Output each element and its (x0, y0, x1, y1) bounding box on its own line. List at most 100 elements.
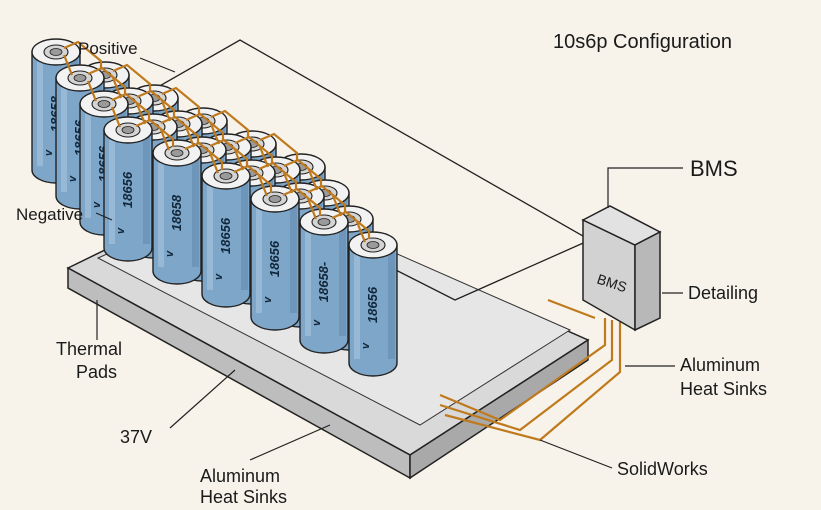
strap (233, 149, 245, 171)
strap (307, 169, 319, 191)
cell-body (299, 221, 349, 354)
battery-cell: 18656 v (348, 231, 398, 377)
label-positive: Positive (78, 39, 138, 58)
strap (62, 54, 74, 76)
bms-wires (439, 298, 622, 442)
strap (259, 132, 299, 161)
cell-label: 18656 (365, 286, 380, 323)
wire-2 (439, 320, 614, 432)
cell-terminal (97, 100, 111, 108)
cell-label: 18656 (218, 217, 233, 254)
cell-shadow (241, 182, 248, 290)
cell-highlight (61, 84, 67, 192)
bms-box: BMS (581, 205, 662, 332)
strap (282, 187, 322, 216)
cell-shadow (143, 136, 150, 244)
label-detailing: Detailing (688, 283, 758, 303)
cell-highlight (158, 159, 164, 267)
strap (210, 109, 250, 138)
cell-highlight (305, 228, 311, 336)
strap (111, 77, 123, 99)
cell-shadow (388, 251, 395, 359)
leader-positive (139, 57, 176, 73)
leader-alu-bottom (249, 424, 331, 461)
battery-cell: 18656 v (250, 185, 300, 331)
strap (159, 129, 171, 151)
label-bms: BMS (690, 156, 738, 181)
battery-cell: 18656 v (201, 162, 251, 308)
cell-highlight (109, 136, 115, 244)
cell-body (348, 244, 398, 377)
nickel-straps (62, 40, 371, 243)
strap (135, 103, 147, 125)
bms-box-side (634, 230, 661, 332)
strap (355, 221, 367, 243)
cell-terminal (317, 218, 331, 226)
wire-1 (439, 318, 607, 422)
strap (282, 172, 294, 194)
strap (283, 158, 323, 187)
leader-bms (607, 167, 683, 208)
strap (331, 195, 343, 217)
callout-labels: 10s6p Configuration Positive Negative Th… (16, 31, 767, 507)
cell-body (103, 129, 153, 262)
cell-terminal (73, 74, 87, 82)
cell-polarity: v (360, 342, 372, 349)
cell-body (152, 152, 202, 285)
label-negative: Negative (16, 205, 83, 224)
strap (209, 123, 221, 145)
label-voltage: 37V (120, 427, 152, 447)
leader-negative (95, 212, 113, 221)
strap (233, 164, 273, 193)
cell-polarity: v (91, 201, 103, 208)
cell-highlight (85, 110, 91, 218)
label-alu-right-1: Aluminum (680, 355, 760, 375)
diagram-title: 10s6p Configuration (553, 31, 732, 53)
strap (87, 66, 127, 95)
strap (63, 40, 103, 69)
strap (257, 175, 269, 197)
cell-body (250, 198, 300, 331)
cell-shadow (339, 228, 346, 336)
strap (111, 92, 151, 121)
cell-body (201, 175, 251, 308)
label-alu-right-2: Heat Sinks (680, 379, 767, 399)
cell-polarity: v (311, 319, 323, 326)
strap (135, 118, 175, 147)
base-plate-side (409, 338, 589, 480)
leader-voltage (169, 369, 236, 429)
wire-3 (444, 322, 622, 442)
wire-4 (547, 298, 596, 320)
strap (161, 86, 201, 115)
cell-polarity: v (164, 250, 176, 257)
strap (185, 112, 225, 141)
battery-cell: 18656 v (103, 116, 153, 262)
strap (184, 126, 196, 148)
cell-polarity: v (213, 273, 225, 280)
strap (208, 152, 220, 174)
cell-label: 18656 (120, 171, 135, 208)
label-thermal-pads-1: Thermal (56, 339, 122, 359)
strap (160, 115, 200, 144)
strap (307, 184, 347, 213)
cell-polarity: v (262, 296, 274, 303)
cell-terminal (219, 172, 233, 180)
cell-label: 18658- (316, 262, 331, 302)
cell-array: 18658-v18656v18656v18656v18658v18656v186… (31, 38, 398, 377)
strap (184, 141, 224, 170)
strap (110, 106, 122, 128)
cell-polarity: v (67, 175, 79, 182)
cell-highlight (207, 182, 213, 290)
cell-highlight (354, 251, 360, 359)
cell-label: 18656 (267, 240, 282, 277)
cell-highlight (256, 205, 262, 313)
cell-terminal (366, 241, 380, 249)
strap (331, 210, 371, 239)
cell-polarity: v (115, 227, 127, 234)
cell-terminal (49, 48, 63, 56)
strap (112, 63, 152, 92)
leader-solidworks (539, 439, 613, 469)
strap (86, 80, 98, 102)
